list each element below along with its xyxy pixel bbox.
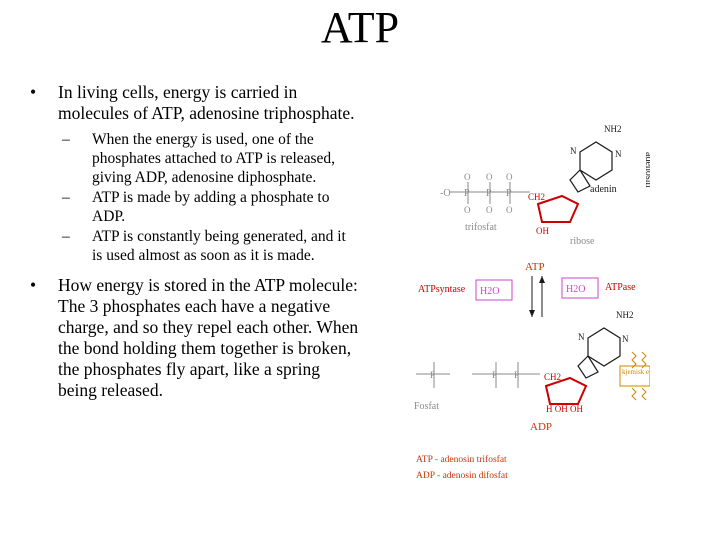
h2o-left-label: H2O [480,286,499,297]
atp-cycle-figure: -O P P P O O O O O O trifosfat CH2 OH ri… [414,124,650,481]
phosphate-chain-icon [416,362,540,388]
arrow-up-icon [539,276,545,283]
svg-text:CH2: CH2 [528,192,545,202]
svg-text:CH2: CH2 [544,372,561,382]
svg-text:H OH OH: H OH OH [546,404,583,414]
svg-text:P: P [514,370,519,380]
bullet-text: In living cells, energy is carried in mo… [58,82,355,123]
legend-atp: ATP - adenosin trifosfat [416,454,507,465]
svg-text:P: P [486,188,492,199]
svg-text:O: O [506,172,513,182]
dash-icon: – [62,228,70,245]
ribose-ring-icon [536,194,580,223]
atp-label: ATP [525,261,545,273]
adenine-ring-icon [569,141,613,193]
sub-bullet-atp-made: – ATP is made by adding a phosphate to A… [62,188,360,226]
h2o-right-label: H2O [566,284,585,295]
bullet-dot-icon: • [30,275,37,295]
svg-text:O: O [464,205,471,215]
sub-bullet-text: ATP is constantly being generated, and i… [92,228,346,264]
adp-ribose-ring-icon [544,376,588,405]
dash-icon: – [62,189,70,206]
sub-bullet-energy-used: – When the energy is used, one of the ph… [62,130,360,187]
sub-bullet-list: – When the energy is used, one of the ph… [30,130,360,265]
adp-molecule: P P P Fosfat CH2 H OH OH NH2 N N kjemisk… [414,310,650,433]
sub-bullet-text: When the energy is used, one of the phos… [92,131,336,186]
svg-text:O: O [486,172,493,182]
svg-text:P: P [506,188,512,199]
svg-text:P: P [492,370,497,380]
svg-text:NH2: NH2 [604,124,622,134]
trifosfat-label: trifosfat [465,222,497,233]
fosfat-label: Fosfat [414,401,439,412]
adenin-label: adenin [590,184,617,195]
energy-spring-icon [631,351,647,401]
adp-adenine-ring-icon [577,327,621,379]
atpsyntase-label: ATPsyntase [418,284,466,295]
adenosin-label: adenosin [643,152,650,188]
bullet-energy-storage: • How energy is stored in the ATP molecu… [30,275,360,401]
slide-title: ATP [320,3,400,52]
svg-text:P: P [464,188,470,199]
legend-adp: ADP - adenosin difosfat [416,470,508,481]
atpase-label: ATPase [605,282,636,293]
bullet-atp-carrier: • In living cells, energy is carried in … [30,82,360,124]
triphosphate-chain-icon [450,182,530,204]
svg-text:O: O [486,205,493,215]
svg-text:-O: -O [440,188,451,199]
arrow-down-icon [529,310,535,317]
adp-label: ADP [530,421,552,433]
svg-text:O: O [464,172,471,182]
bullet-list: • In living cells, energy is carried in … [30,82,360,401]
kjemisk-energi-label: kjemisk energi [622,368,650,376]
svg-text:N: N [615,149,622,159]
svg-text:N: N [578,332,585,342]
svg-text:OH: OH [536,226,549,236]
reaction-arrows: ATPsyntase H2O H2O ATPase [418,276,636,317]
sub-bullet-generated: – ATP is constantly being generated, and… [62,227,360,265]
atp-adp-diagram: -O P P P O O O O O O trifosfat CH2 OH ri… [410,112,650,492]
svg-text:N: N [570,146,577,156]
sub-bullet-text: ATP is made by adding a phosphate to ADP… [92,189,330,225]
svg-text:O: O [506,205,513,215]
bullet-text: How energy is stored in the ATP molecule… [58,275,359,400]
ribose-label: ribose [570,236,595,247]
bullet-dot-icon: • [30,82,37,102]
atp-molecule: -O P P P O O O O O O trifosfat CH2 OH ri… [440,124,650,273]
dash-icon: – [62,131,70,148]
svg-text:NH2: NH2 [616,310,634,320]
svg-text:P: P [430,370,435,380]
svg-text:N: N [622,334,629,344]
